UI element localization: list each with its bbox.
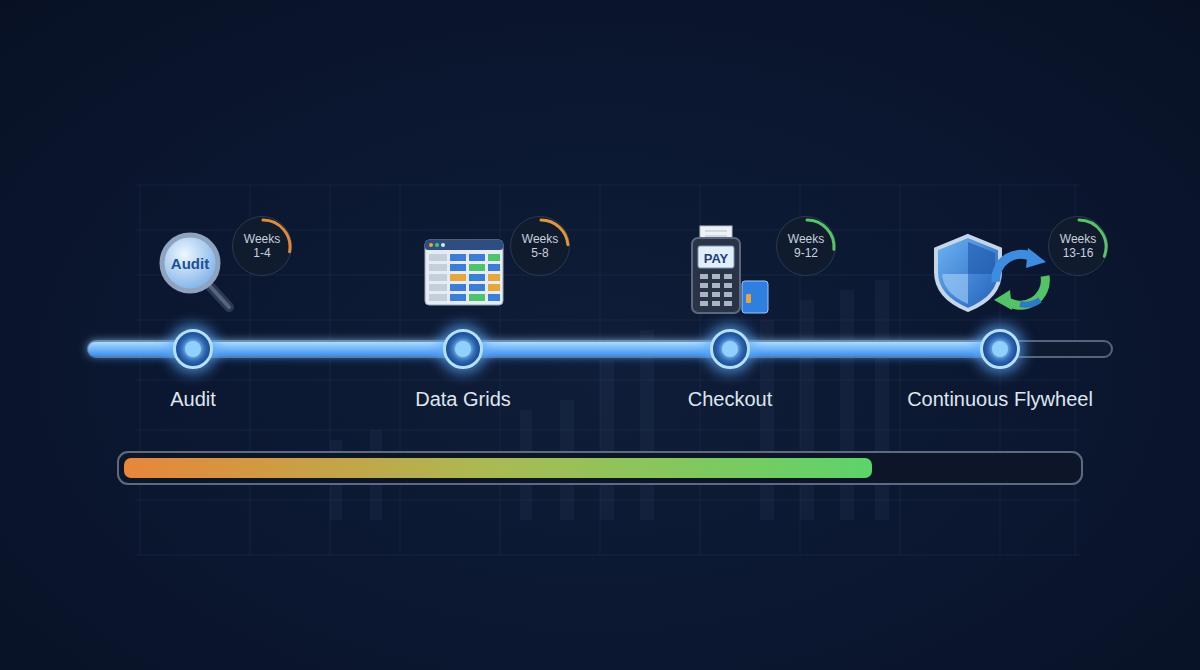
background-grid: [135, 185, 1080, 555]
milestone-dot: Audit: [173, 329, 213, 369]
progress-bar: [118, 452, 1082, 484]
week-range: Weeks 1-4: [241, 232, 283, 260]
week-badge: Weeks 5-8: [510, 216, 570, 276]
milestone-core: [185, 341, 201, 357]
week-range: Weeks 13-16: [1057, 232, 1099, 260]
shield-cycle-icon: [936, 236, 1046, 310]
week-range: Weeks 5-8: [519, 232, 561, 260]
timeline-track: [88, 341, 1112, 357]
milestone-core: [722, 341, 738, 357]
week-range: Weeks 9-12: [785, 232, 827, 260]
milestone-label: Data Grids: [415, 388, 511, 411]
week-badge: Weeks 1-4: [232, 216, 292, 276]
timeline-segment: [750, 344, 980, 354]
milestone-label: Checkout: [688, 388, 773, 411]
milestone-core: [455, 341, 471, 357]
week-badge: Weeks 13-16: [1048, 216, 1108, 276]
timeline-segment: [483, 344, 710, 354]
timeline-progress: [88, 342, 1000, 356]
data-grid-icon: [425, 240, 503, 305]
milestone-label: Audit: [170, 388, 216, 411]
milestone-core: [992, 341, 1008, 357]
screen-label: PAY: [704, 251, 729, 266]
week-badge: Weeks 9-12: [776, 216, 836, 276]
timeline-segment: [213, 344, 443, 354]
lens-label: Audit: [171, 255, 209, 272]
magnifier-icon: [162, 235, 229, 307]
milestone-label: Continuous Flywheel: [907, 388, 1093, 411]
milestone-dot: Continuous Flywheel: [980, 329, 1020, 369]
milestone-dot: Data Grids: [443, 329, 483, 369]
payment-terminal-icon: [692, 226, 768, 313]
milestone-dot: Checkout: [710, 329, 750, 369]
